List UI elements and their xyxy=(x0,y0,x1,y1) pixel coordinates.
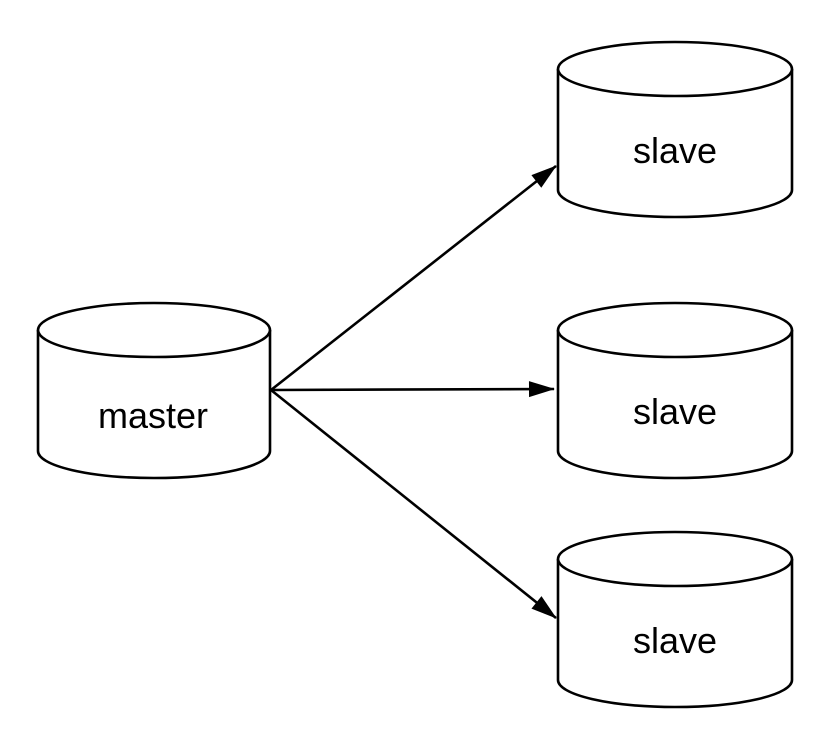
database-cylinder-top-icon xyxy=(556,301,794,359)
node-slave-1: slave xyxy=(556,40,794,219)
node-label-slave-3: slave xyxy=(633,620,717,661)
edge-master-to-slave-3 xyxy=(270,388,557,620)
database-cylinder-icon xyxy=(556,69,794,219)
node-slave-2: slave xyxy=(556,301,794,480)
edge-master-to-slave-1 xyxy=(270,164,557,392)
database-cylinder-top-icon xyxy=(556,40,794,98)
node-label-slave-2: slave xyxy=(633,391,717,432)
node-label-slave-1: slave xyxy=(633,130,717,171)
database-cylinder-top-icon xyxy=(556,530,794,588)
node-master: master xyxy=(36,301,272,480)
database-cylinder-icon xyxy=(556,559,794,709)
database-cylinder-icon xyxy=(36,330,272,480)
node-label-master: master xyxy=(98,395,208,436)
node-slave-3: slave xyxy=(556,530,794,709)
database-cylinder-top-icon xyxy=(36,301,272,359)
edge-master-to-slave-2 xyxy=(270,381,555,398)
database-cylinder-icon xyxy=(556,330,794,480)
edges xyxy=(270,164,557,620)
